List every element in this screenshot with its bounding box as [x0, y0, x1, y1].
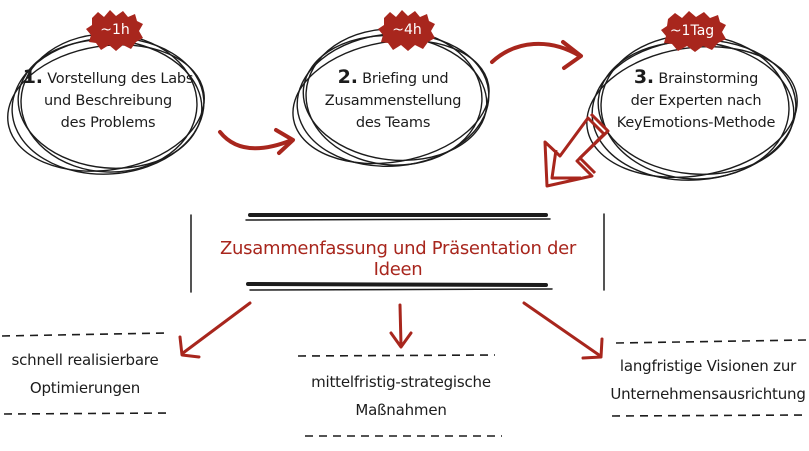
summary-frame — [190, 213, 605, 293]
arrow-step2-to-step3 — [490, 40, 583, 70]
step-3-line-2: der Experten nach — [630, 93, 762, 109]
arrow-step3-to-summary — [543, 112, 610, 188]
summary-title: Zusammenfassung und Präsentation der Ide… — [220, 238, 576, 280]
step-1-number: 1. — [22, 66, 43, 88]
badge-step-3 — [661, 11, 726, 52]
outcome-3-line-2: Unternehmensausrichtung — [610, 385, 806, 403]
outcome-1-line-1: schnell realisierbare — [11, 351, 159, 369]
step-2-line-3: des Teams — [355, 115, 431, 131]
outcome-2: mittelfristig-strategische Maßnahmen — [296, 368, 506, 424]
step-3-line-3: KeyEmotions-Methode — [616, 115, 776, 131]
badge-step-1-label: ~1h — [100, 22, 130, 38]
badge-step-3-label: ~1Tag — [669, 23, 715, 39]
step-1-line-1: Vorstellung des Labs — [47, 71, 194, 87]
outcome-3-line-1: langfristige Visionen zur — [619, 357, 797, 375]
badge-step-2-label: ~4h — [392, 22, 422, 38]
outcome-3: langfristige Visionen zur Unternehmensau… — [608, 352, 808, 408]
step-2-line-2: Zusammenstellung — [324, 93, 462, 109]
outcome-1: schnell realisierbare Optimierungen — [0, 346, 170, 402]
outcome-2-line-1: mittelfristig-strategische — [311, 373, 491, 391]
step-1-line-2: und Beschreibung — [44, 93, 172, 109]
step-3-text: 3. Brainstorming der Experten nach KeyEm… — [604, 66, 788, 134]
outcome-dashes — [1, 332, 807, 437]
arrow-to-outcome-2 — [389, 303, 413, 349]
step-1-line-3: des Problems — [60, 115, 156, 131]
arrow-to-outcome-1 — [178, 301, 252, 359]
arrow-to-outcome-3 — [522, 301, 604, 360]
step-1-text: 1. Vorstellung des Labs und Beschreibung… — [18, 66, 198, 134]
step-3-line-1: Brainstorming — [658, 71, 759, 87]
badge-step-1 — [86, 10, 143, 51]
outcome-1-line-2: Optimierungen — [29, 379, 141, 397]
outcome-2-line-2: Maßnahmen — [355, 401, 447, 419]
arrow-step1-to-step2 — [218, 128, 295, 155]
step-2-text: 2. Briefing und Zusammenstellung des Tea… — [308, 66, 478, 134]
badge-step-2 — [378, 10, 435, 51]
step-2-line-1: Briefing und — [362, 71, 449, 87]
step-2-number: 2. — [337, 66, 358, 88]
step-3-number: 3. — [633, 66, 654, 88]
